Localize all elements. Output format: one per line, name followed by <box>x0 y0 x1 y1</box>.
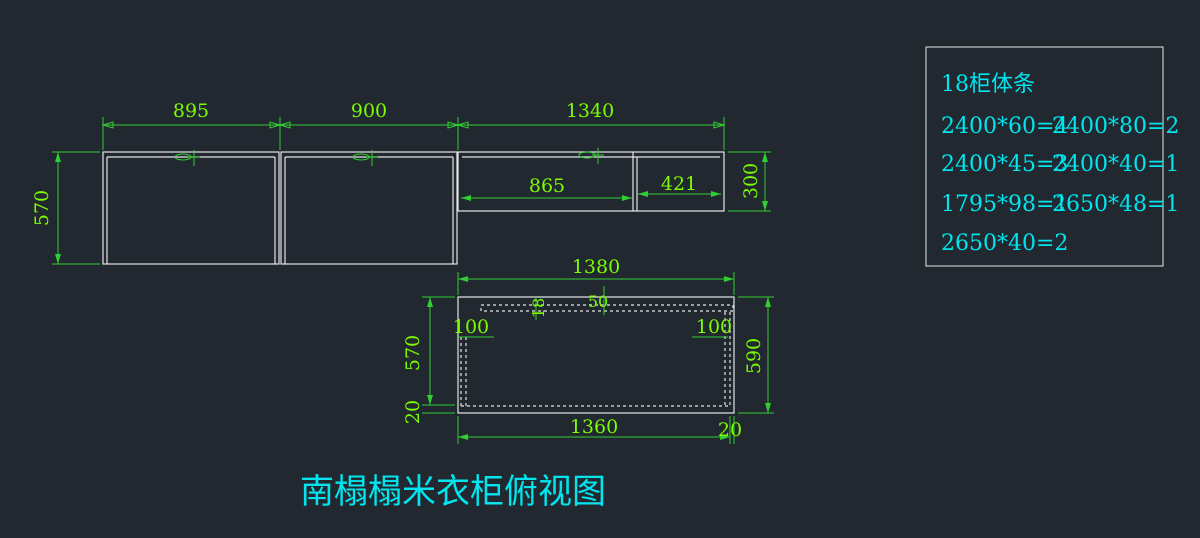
dim-label-421: 421 <box>661 173 697 195</box>
handle-symbol <box>174 150 200 166</box>
cabinet-left <box>102 151 280 265</box>
top-outline <box>457 296 735 414</box>
cabinet-middle <box>280 151 458 265</box>
handle-symbol <box>352 150 378 166</box>
marker-label-18: 18 <box>529 298 548 318</box>
dim-arrows <box>101 121 726 129</box>
dim-label-590: 590 <box>743 338 765 374</box>
notes-line-4a: 2650*40=2 <box>941 231 1068 256</box>
dim-label-1380: 1380 <box>572 256 620 278</box>
notes-heading: 18柜体条 <box>941 72 1035 97</box>
notes-line-3b: 2650*48=1 <box>1052 192 1179 217</box>
notes-line-2b: 2400*40=1 <box>1052 152 1179 177</box>
notes-frame <box>925 46 1164 267</box>
dim-label-865: 865 <box>529 175 565 197</box>
dim-label-100-left: 100 <box>453 316 489 338</box>
dim-label-20-left: 20 <box>402 400 424 424</box>
dim-label-570: 570 <box>31 190 53 226</box>
dim-label-100-right: 100 <box>696 316 732 338</box>
handle-symbol <box>578 148 604 164</box>
notes-line-1a: 2400*60=4 <box>941 114 1068 139</box>
dashed-rail <box>480 304 734 312</box>
dim-arrows <box>638 191 721 197</box>
dim-label-570-top: 570 <box>402 335 424 371</box>
dim-label-895: 895 <box>173 100 209 122</box>
notes-line-3a: 1795*98=1 <box>941 192 1068 217</box>
notes-line-2a: 2400*45=3 <box>941 152 1068 177</box>
front-view: 895 900 1340 <box>31 100 771 265</box>
notes-line-1b: 2400*80=2 <box>1052 114 1179 139</box>
marker-label-50: 50 <box>588 292 608 311</box>
dim-label-20-bottom: 20 <box>718 419 742 441</box>
dim-label-1360: 1360 <box>570 416 618 438</box>
material-notes: 18柜体条 2400*60=4 2400*80=2 2400*45=3 2400… <box>925 46 1179 267</box>
dim-label-300: 300 <box>740 163 762 199</box>
drawing-title: 南榻榻米衣柜俯视图 <box>300 472 606 512</box>
top-view: 1380 100 100 18 50 570 20 590 <box>402 256 774 444</box>
dim-label-900: 900 <box>351 100 387 122</box>
dim-label-1340: 1340 <box>566 100 614 122</box>
